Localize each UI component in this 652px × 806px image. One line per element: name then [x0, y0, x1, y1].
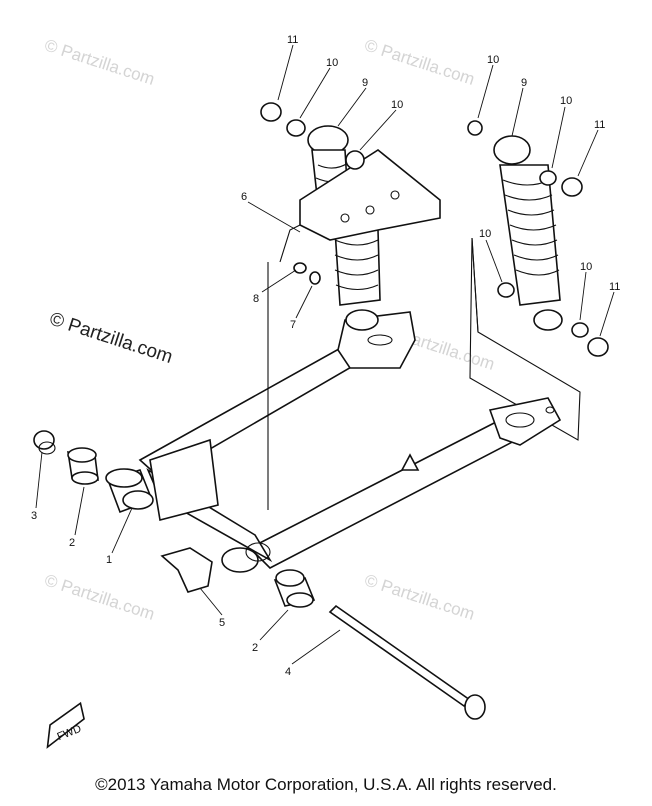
washer-10: [286, 119, 306, 137]
cap-11: [260, 102, 282, 122]
pivot-bushing-2-right: [273, 569, 316, 608]
pivot-shaft-4: [328, 604, 486, 720]
bolt-7: [309, 271, 321, 285]
washer-8: [293, 262, 307, 274]
callout-10: 10: [487, 54, 499, 66]
callout-2: 2: [69, 537, 75, 549]
callout-4: 4: [285, 666, 291, 678]
callout-11: 11: [594, 119, 605, 131]
shock-absorber-right: [493, 135, 563, 331]
washer-10: [345, 150, 365, 170]
cap-11: [561, 177, 583, 197]
callout-3: 3: [31, 510, 37, 522]
shock-bracket-6: [299, 149, 441, 241]
copyright-notice: ©2013 Yamaha Motor Corporation, U.S.A. A…: [95, 775, 557, 794]
callout-10: 10: [479, 228, 491, 240]
bracket-5: [160, 547, 213, 593]
callout-10: 10: [560, 95, 572, 107]
washer-10: [467, 120, 483, 136]
callout-11: 11: [609, 281, 620, 293]
callout-8: 8: [253, 293, 259, 305]
callout-5: 5: [219, 617, 225, 629]
callout-11: 11: [287, 34, 298, 46]
swing-arm: [138, 311, 562, 569]
pivot-cap-3: [33, 430, 56, 455]
callout-9: 9: [521, 77, 527, 89]
pivot-bushing-2-left: [67, 447, 99, 485]
cap-11: [587, 337, 609, 357]
callout-7: 7: [290, 319, 296, 331]
callout-9: 9: [362, 77, 368, 89]
callout-6: 6: [241, 191, 247, 203]
pivot-bushing-1: [105, 468, 154, 514]
washer-10: [497, 282, 515, 298]
callout-2: 2: [252, 642, 258, 654]
washer-10: [571, 322, 589, 338]
bushing-right: [221, 542, 271, 573]
callout-1: 1: [106, 554, 112, 566]
callout-10: 10: [326, 57, 338, 69]
fwd-arrow-icon: FWD: [46, 701, 85, 749]
callout-10: 10: [580, 261, 592, 273]
washer-10: [539, 170, 557, 186]
callout-10: 10: [391, 99, 403, 111]
